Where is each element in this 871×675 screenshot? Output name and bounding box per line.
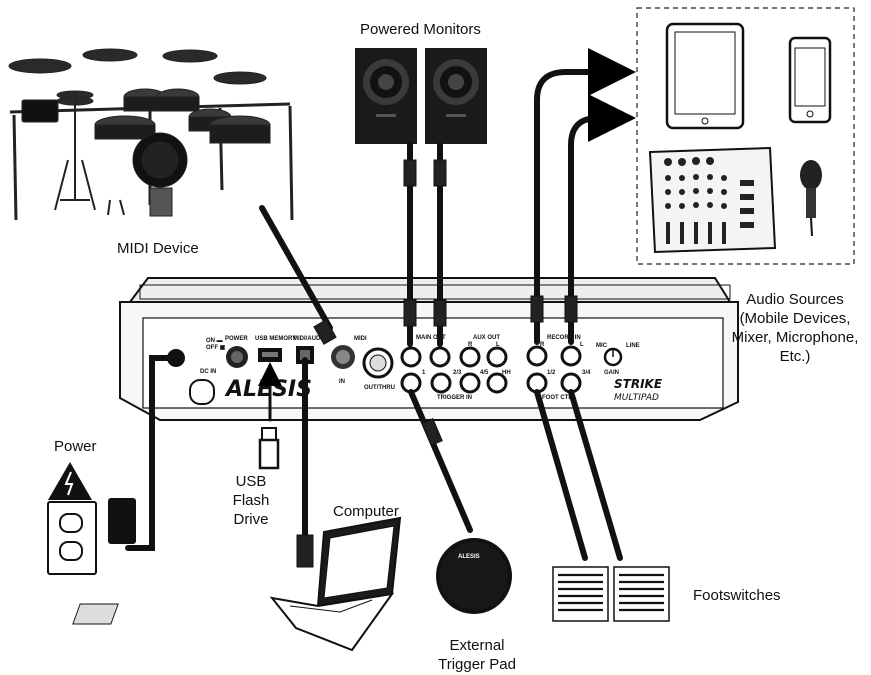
wall-outlet xyxy=(47,501,97,575)
trigger-hh-label: HH xyxy=(502,370,511,376)
record-in-r-label: R xyxy=(540,342,545,348)
power-cable xyxy=(125,355,175,551)
record-in-l-label: L xyxy=(580,342,584,348)
power-label: POWER xyxy=(225,336,248,342)
main-out-r-jack[interactable] xyxy=(400,346,422,368)
foot-34-label: 3/4 xyxy=(582,370,591,376)
footswitches-illustration xyxy=(552,566,670,622)
record-in-l-jack[interactable] xyxy=(560,345,582,367)
cables xyxy=(125,48,636,568)
midi-in-label: IN xyxy=(339,379,345,385)
strike-multipad-rear-panel: ALESIS STRIKE MULTIPAD DC IN ON ▬ OFF ▣ … xyxy=(119,277,739,421)
trigger-45-label: 4/5 xyxy=(480,370,489,376)
power-adapter xyxy=(108,498,136,544)
computer-label: Computer xyxy=(333,503,399,520)
trigger-23-label: 2/3 xyxy=(453,370,462,376)
brand-logo: ALESIS xyxy=(224,377,312,402)
midi-device-label: MIDI Device xyxy=(117,240,199,257)
external-trigger-pad-line1: External xyxy=(449,637,505,654)
audio-sources-line3: Mixer, Microphone, xyxy=(731,329,859,346)
drum-kit-illustration xyxy=(8,48,294,221)
midi-out-label: OUT/THRU xyxy=(364,385,395,391)
foot-12-label: 1/2 xyxy=(547,370,556,376)
foot-ctrl-label: FOOT CTRL xyxy=(542,395,577,401)
trigger-1-label: 1 xyxy=(422,370,426,376)
audio-sources-box xyxy=(636,7,855,265)
usb-flash-drive-line2: Flash xyxy=(232,492,270,509)
dc-in-label: DC IN xyxy=(200,369,216,375)
gain-label: GAIN xyxy=(604,370,619,376)
trigger-in-label: TRIGGER IN xyxy=(437,395,472,401)
footswitches-label: Footswitches xyxy=(693,587,781,604)
usb-memory-label: USB MEMORY xyxy=(255,336,296,342)
record-in-label: RECORD IN xyxy=(547,335,581,341)
mic-label: MIC xyxy=(596,343,608,349)
line-label: LINE xyxy=(626,343,640,349)
main-out-label: MAIN OUT xyxy=(416,335,446,341)
product-logo-line2: MULTIPAD xyxy=(614,393,659,403)
midi-audio-label: MIDI/AUDIO xyxy=(293,336,327,342)
pad-brand: ALESIS xyxy=(458,554,480,560)
aux-out-l-label: L xyxy=(496,342,500,348)
midi-label: MIDI xyxy=(354,336,367,342)
aux-out-r-label: R xyxy=(468,342,473,348)
usb-flash-drive-label: USB Flash Drive xyxy=(228,472,274,529)
trigger-cable xyxy=(408,389,473,533)
record-cable-right xyxy=(534,48,636,345)
footswitch-cable-1 xyxy=(534,389,588,561)
audio-sources-line4: Etc.) xyxy=(779,348,811,365)
usb-flash-drive-line3: Drive xyxy=(233,511,269,528)
product-logo-line1: STRIKE xyxy=(614,377,663,391)
external-trigger-pad-line2: Trigger Pad xyxy=(438,656,516,673)
trigger-hh-jack[interactable] xyxy=(486,372,508,394)
midi-cable xyxy=(259,205,333,331)
record-in-r-jack[interactable] xyxy=(526,345,548,367)
external-trigger-pad-label: External Trigger Pad xyxy=(432,636,522,674)
off-label: OFF ▣ xyxy=(206,345,226,351)
audio-sources-line2: (Mobile Devices, xyxy=(739,310,851,327)
record-cable-left xyxy=(568,94,636,345)
audio-sources-label: Audio Sources (Mobile Devices, Mixer, Mi… xyxy=(720,290,870,366)
laptop-illustration xyxy=(72,516,402,652)
aux-out-label: AUX OUT xyxy=(473,335,500,341)
power-label-text: Power xyxy=(54,438,97,455)
high-voltage-icon xyxy=(48,462,92,500)
on-label: ON ▬ xyxy=(206,338,223,344)
main-out-l-jack[interactable] xyxy=(429,346,451,368)
usb-flash-drive-line1: USB xyxy=(235,473,267,490)
audio-sources-line1: Audio Sources xyxy=(746,291,844,308)
powered-monitors-illustration xyxy=(355,48,487,144)
dc-in-jack[interactable] xyxy=(167,349,185,367)
powered-monitors-label: Powered Monitors xyxy=(360,21,481,38)
trigger-23-jack[interactable] xyxy=(430,372,452,394)
power-illustration xyxy=(47,462,136,575)
aux-out-r-jack[interactable] xyxy=(459,346,481,368)
aux-out-l-jack[interactable] xyxy=(486,346,508,368)
usb-flash-drive-illustration xyxy=(258,427,280,470)
footswitch-cable-2 xyxy=(568,389,623,561)
external-trigger-pad-illustration: ALESIS xyxy=(436,538,512,614)
trigger-45-jack[interactable] xyxy=(459,372,481,394)
